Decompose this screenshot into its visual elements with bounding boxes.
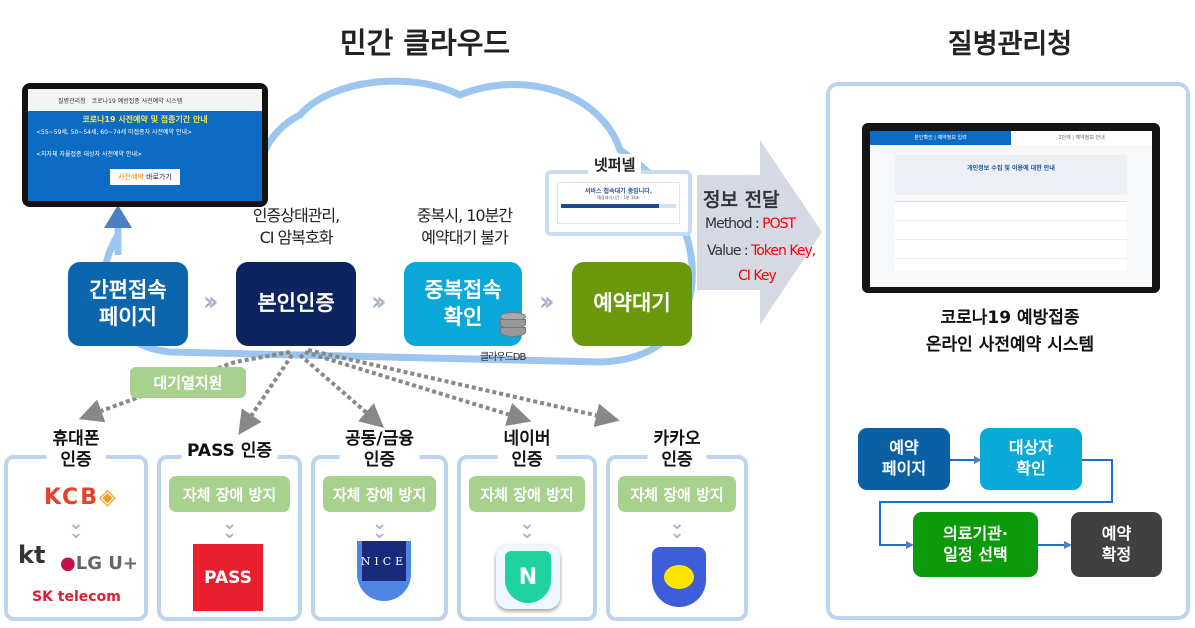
value-value: Token Key, [751,243,816,259]
transfer-method: Method : POST [705,216,796,232]
flow-waiting: 예약대기 [572,262,692,346]
chevron-right-icon: ›› [539,287,555,317]
transfer-arrow [697,140,822,325]
chevron-right-icon: ›› [203,287,219,317]
double-chevron-down-icon: ⌄⌄ [519,513,535,543]
card-naver-auth: 네이버 인증 자체 장애 방지 ⌄⌄ N [457,429,597,621]
flow-easy-access-page: 간편접속 페이지 [68,262,188,346]
sktelecom-logo: SK telecom [32,589,121,605]
dotted-arrow-naver [304,350,532,426]
dotted-arrow-pass [238,353,294,435]
kdca-title: 질병관리청 [947,29,1073,60]
naver-logo: N [496,545,560,609]
tablet-screenshot: 질병관리청 코로나19 예방접종 사전예약 시스템 코로나19 사전예약 및 접… [22,83,268,207]
value-label: Value : [707,243,752,259]
pass-logo: PASS [193,544,263,611]
transfer-value: Value : Token Key, [707,243,816,259]
double-chevron-down-icon: ⌄⌄ [221,513,238,543]
monitor-screenshot: 본인확인 | 예약정보 입력 2단계 | 예약정보 안내 개인정보 수집 및 이… [862,123,1160,293]
kdca-panel [826,82,1190,620]
method-label: Method : [705,216,763,232]
flow-identity-verification: 본인인증 [236,262,356,346]
flow-duplicate-check: 중복접속 확인 [404,262,522,346]
step-select-institution-schedule: 의료기관· 일정 선택 [913,512,1038,577]
kdca-caption: 코로나19 예방접종 온라인 사전예약 시스템 [925,308,1095,356]
monitor-heading: 개인정보 수집 및 이용에 대한 안내 [967,165,1055,172]
dup-note: 중복시, 10분간 예약대기 불가 [416,206,513,247]
monitor-tab-2: 2단계 | 예약정보 안내 [1011,131,1152,145]
chevron-right-icon: ›› [371,287,387,317]
dotted-arrow-kakao [307,348,620,428]
card-title: 공동/금융 인증 [339,429,420,472]
netfunnel-progress [561,204,676,208]
tablet-section1: <55~59세, 50~54세, 60~74세 미접종자 사전예약 안내> [36,129,193,136]
button-rest: 바로가기 [143,173,172,182]
netfunnel-box: 서비스 접속대기 중입니다. 예상대기시간 : 1분 16초 [545,170,692,236]
step-reservation-confirm: 예약 확정 [1071,512,1162,577]
card-title: PASS 인증 [181,441,278,463]
tablet-section2: <지자체 자율접종 대상자 사전예약 안내> [36,150,143,158]
card-title: 휴대폰 인증 [46,429,106,472]
step-reservation-page: 예약 페이지 [858,428,950,490]
double-chevron-down-icon: ⌄⌄ [68,513,84,543]
method-value: POST [762,216,796,232]
kakao-logo [652,547,706,607]
card-title: 네이버 인증 [497,429,557,472]
cloud-db-label: 클라우드DB [480,352,526,363]
self-fault-prevention-badge: 자체 장애 방지 [469,476,585,512]
self-fault-prevention-badge: 자체 장애 방지 [323,476,436,512]
private-cloud-title: 민간 클라우드 [339,26,511,60]
database-icon [500,312,526,346]
lgu-logo: ●LG U+ [60,553,138,574]
transfer-title: 정보 전달 [703,189,780,211]
netfunnel-wait: 예상대기시간 : 1분 16초 [597,195,640,200]
tablet-reserve-button[interactable]: 사전예약 바로가기 [110,169,180,186]
system-name: 코로나19 예방접종 사전예약 시스템 [91,97,183,105]
monitor-tab-1: 본인확인 | 예약정보 입력 [870,131,1011,145]
queue-support-badge: 대기열지원 [130,367,246,398]
card-kakao-auth: 카카오 인증 자체 장애 방지 ⌄⌄ [606,429,748,621]
netfunnel-label: 넷퍼넬 [588,154,642,175]
self-fault-prevention-badge: 자체 장애 방지 [169,476,290,512]
card-phone-auth: 휴대폰 인증 KCB◈ ⌄⌄ kt ●LG U+ SK telecom [4,429,148,621]
button-highlight: 사전예약 [118,173,144,182]
kcb-logo: KCB◈ [44,485,118,510]
double-chevron-down-icon: ⌄⌄ [371,513,388,543]
auth-note: 인증상태관리, CI 암복호화 [252,206,340,247]
double-chevron-down-icon: ⌄⌄ [669,513,685,543]
step-target-check: 대상자 확인 [980,428,1082,490]
nice-logo: NICE [357,541,411,601]
card-pass-auth: PASS 인증 자체 장애 방지 ⌄⌄ PASS [157,441,302,621]
transfer-value-ci: CI Key [738,268,777,284]
card-joint-financial-auth: 공동/금융 인증 자체 장애 방지 ⌄⌄ NICE [311,429,448,621]
agency-logo-text: 질병관리청 [58,97,86,105]
kt-logo: kt [18,541,46,569]
self-fault-prevention-badge: 자체 장애 방지 [618,476,736,512]
dotted-arrow-joint [298,353,385,428]
card-title: 카카오 인증 [647,429,707,472]
netfunnel-message: 서비스 접속대기 중입니다. [584,188,653,195]
tablet-banner: 코로나19 사전예약 및 접종기간 안내 [82,115,208,124]
